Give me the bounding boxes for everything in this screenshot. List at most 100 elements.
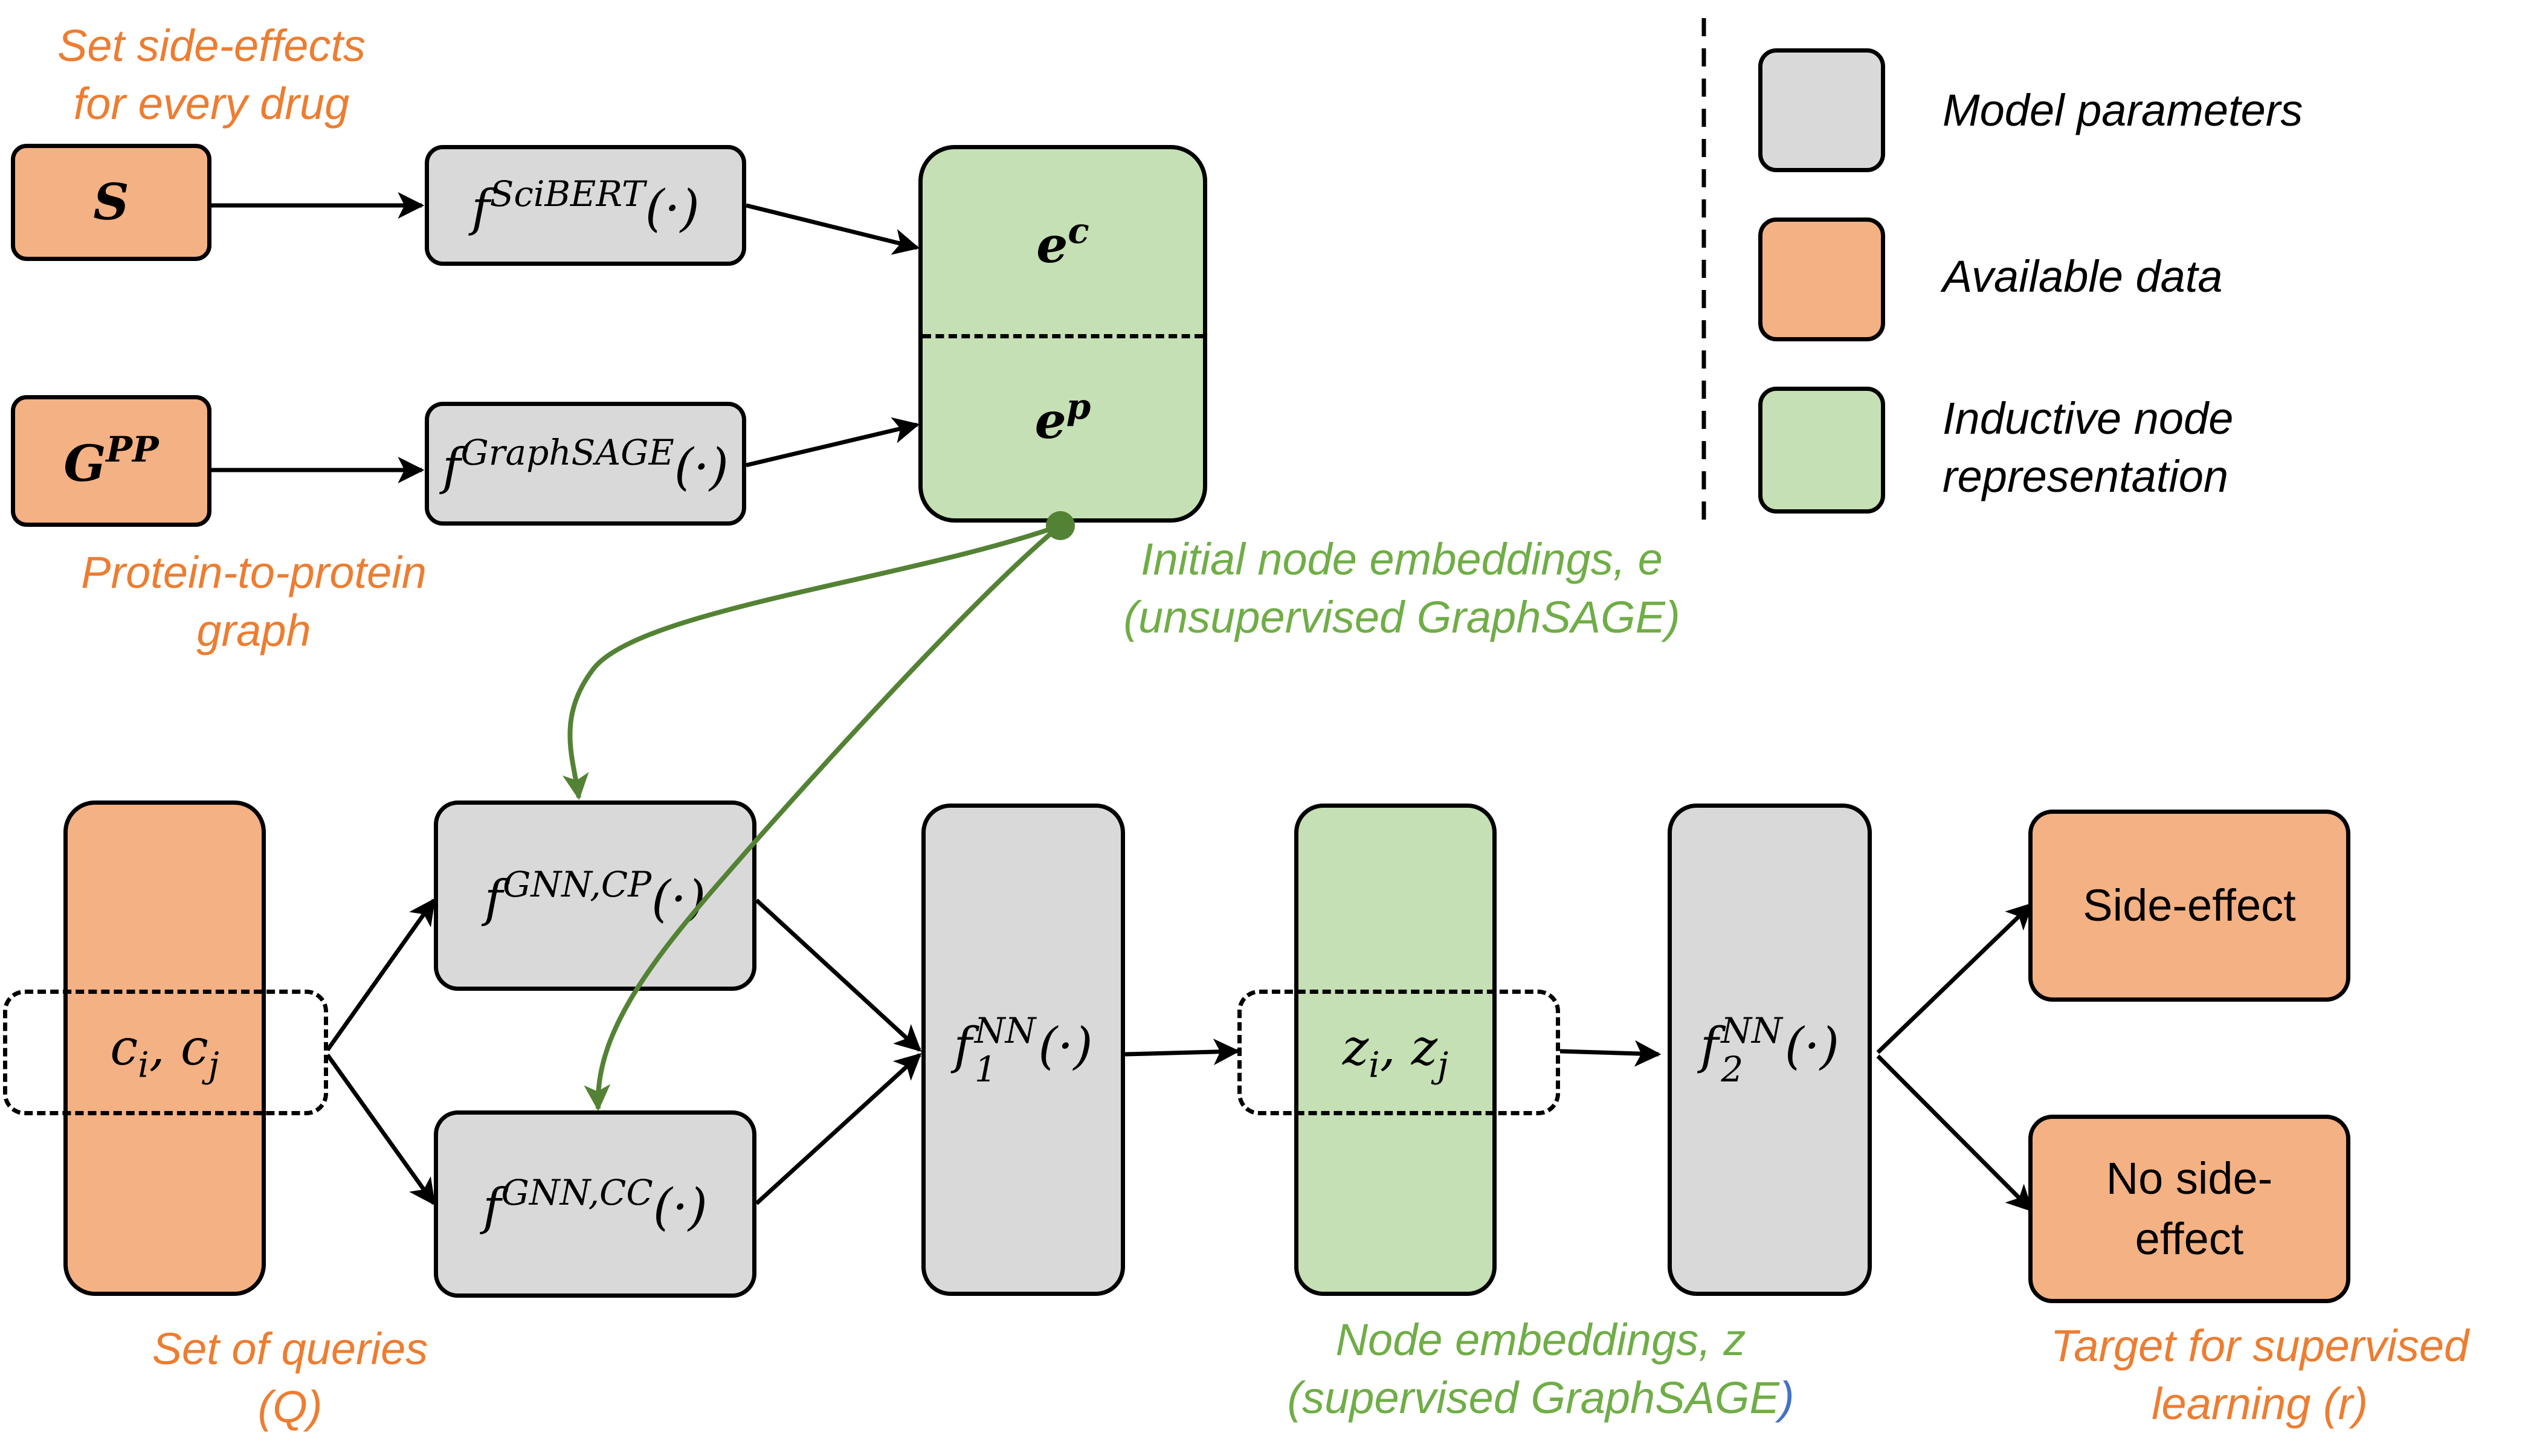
gnn-cc-arg: (·) [653,1178,708,1236]
gnn-cp-base: f [484,870,503,928]
ep-cell: ep [923,343,1203,494]
legend-inductive-node-line1: Inductive node [1943,393,2234,443]
legend-swatch-inductive-node [1758,387,1885,514]
nn2-sub: 2 [1721,1048,1744,1090]
gpp-label-base: G [63,434,106,493]
node-embeddings-caption-paren: ) [1779,1373,1794,1423]
legend-swatch-model-parameters [1758,48,1885,172]
legend-model-parameters-line1: Model parameters [1943,85,2303,135]
legend-label-available-data: Available data [1943,248,2223,306]
gpp-box: GPP [11,395,211,527]
initial-embeddings-caption-line1: Initial node embeddings, e [1141,534,1663,584]
ec-label: ec [1036,210,1089,274]
legend-label-inductive-node: Inductive node representation [1943,390,2233,506]
queries-caption-line1: Set of queries [152,1324,428,1374]
node-embeddings-caption: Node embeddings, z (supervised GraphSAGE… [1239,1311,1843,1427]
nn2-arg: (·) [1784,1017,1839,1075]
legend-swatch-available-data [1758,217,1885,341]
query-pair-highlight [3,990,328,1115]
arrow-gnn-cp-to-nn1 [755,898,922,1052]
z-pair-label: zi, zj [1343,1019,1448,1085]
side-effect-box: Side-effect [2028,810,2350,1002]
target-caption-line2: learning (r) [2152,1379,2368,1429]
gnn-cc-label: fGNN,CC(·) [483,1172,708,1236]
initial-embeddings-caption: Initial node embeddings, e (unsupervised… [1082,530,1722,646]
s-box: S [11,144,211,261]
nn2-sup: NN [1721,1010,1782,1051]
graphsage-arg: (·) [674,438,729,496]
z-j-base: z [1411,1019,1438,1077]
legend-label-model-parameters: Model parameters [1943,82,2303,140]
target-caption: Target for supervised learning (r) [2012,1317,2507,1433]
node-embeddings-caption-line2: (supervised GraphSAGE) [1239,1369,1843,1427]
ep-base: e [1034,391,1066,450]
legend-inductive-node-line2: representation [1943,451,2229,502]
queries-box [63,800,266,1296]
arrow-queries-to-gnn-cp [326,898,436,1052]
graphsage-label: fGraphSAGE(·) [442,432,729,496]
initial-embeddings-caption-line2: (unsupervised GraphSAGE) [1123,592,1680,643]
gpp-label: GPP [63,429,158,493]
s-caption-line2: for every drug [73,79,350,129]
z-pair-highlight [1237,990,1560,1115]
legend-available-data-line1: Available data [1943,251,2223,301]
query-pair-label-wrap: ci, cj [63,990,266,1115]
side-effect-label: Side-effect [2083,880,2296,931]
initial-embedding-box: ec ep [918,145,1207,523]
gnn-cp-arg: (·) [651,870,706,928]
no-side-effect-label: No side- effect [2106,1148,2273,1269]
z-j-sub: j [1437,1044,1449,1086]
z-comma: , [1379,1019,1396,1077]
arrow-nn2-to-side-effect [1876,902,2034,1054]
ec-cell: ec [923,149,1203,335]
query-i-sub: i [138,1044,149,1086]
nn1-sub: 1 [974,1048,997,1090]
queries-caption: Set of queries (Q) [103,1320,477,1436]
arrow-graphsage-to-embedding [746,417,920,468]
arrow-queries-to-gnn-cc [326,1053,436,1206]
s-label: S [93,173,129,231]
graphsage-box: fGraphSAGE(·) [425,402,746,526]
no-side-effect-line1: No side- [2106,1153,2273,1204]
gnn-cc-base: f [483,1178,501,1236]
gpp-caption: Protein-to-protein graph [36,544,471,660]
arrow-gnn-cc-to-nn1 [755,1053,922,1205]
target-caption-line1: Target for supervised [2050,1321,2469,1371]
node-embeddings-caption-line2-text: (supervised GraphSAGE [1287,1373,1779,1423]
nn2-base: f [1700,1017,1719,1075]
nn1-sup: NN [974,1010,1036,1051]
embedding-split-line [923,334,1203,338]
query-c-i-base: c [110,1019,138,1077]
graphsage-base: f [442,438,461,496]
nn1-arg: (·) [1038,1017,1093,1075]
scibert-box: fSciBERT(·) [425,145,746,266]
gnn-cp-sup: GNN,CP [503,863,652,905]
z-i-sub: i [1369,1044,1380,1086]
gnn-cp-box: fGNN,CP(·) [434,800,756,991]
scibert-label: fSciBERT(·) [471,173,700,237]
graphsage-sup: GraphSAGE [460,431,674,473]
query-comma: , [149,1019,165,1077]
scibert-base: f [471,179,490,237]
query-c-j-base: c [180,1019,208,1077]
arrow-nn1-to-z [1124,1039,1240,1066]
ep-label: ep [1035,386,1091,450]
scibert-sup: SciBERT [489,173,645,215]
queries-caption-line2: (Q) [257,1382,323,1432]
gnn-cp-label: fGNN,CP(·) [485,864,706,928]
ec-base: e [1036,216,1068,274]
no-side-effect-box: No side- effect [2028,1115,2350,1303]
arrow-z-to-nn2 [1559,1040,1662,1067]
gpp-caption-line2: graph [196,605,311,656]
arrow-scibert-to-embedding [746,203,920,255]
node-embeddings-caption-line1: Node embeddings, z [1335,1315,1746,1365]
ec-sup: c [1068,210,1089,252]
nn1-base: f [953,1017,972,1075]
s-caption: Set side-effects for every drug [30,17,393,133]
gpp-caption-line1: Protein-to-protein [81,547,427,598]
